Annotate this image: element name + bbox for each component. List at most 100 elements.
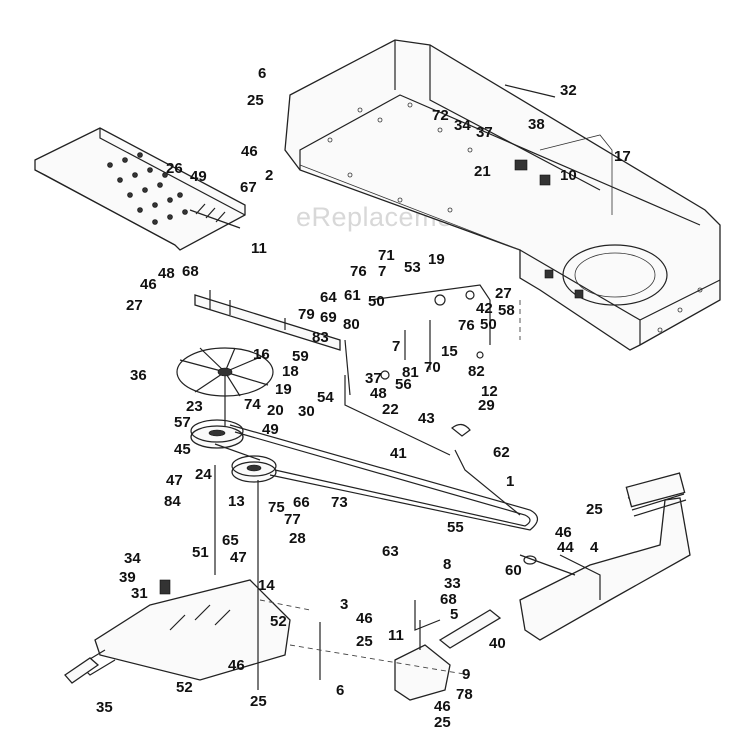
callout-34: 34 (454, 117, 471, 134)
fan-blade (176, 347, 274, 432)
callout-64: 64 (320, 289, 337, 306)
callout-47: 47 (166, 472, 183, 489)
callout-11: 11 (251, 240, 267, 257)
callout-79: 79 (298, 306, 315, 323)
callout-38: 38 (528, 116, 545, 133)
callout-3: 3 (340, 596, 348, 613)
callout-11: 11 (388, 627, 404, 644)
transaxle-assembly (79, 465, 291, 690)
pedal-assembly (519, 472, 691, 641)
callout-14: 14 (258, 577, 275, 594)
callout-46: 46 (555, 524, 572, 541)
callout-46: 46 (241, 143, 258, 160)
callout-69: 69 (320, 309, 337, 326)
callout-45: 45 (174, 441, 191, 458)
callout-56: 56 (395, 376, 412, 393)
callout-24: 24 (195, 466, 212, 483)
brake-rod (344, 375, 451, 456)
assembly-guides (259, 599, 471, 676)
callout-77: 77 (284, 511, 301, 528)
callout-43: 43 (418, 410, 435, 427)
callout-81: 81 (402, 364, 419, 381)
axle-35 (64, 657, 100, 684)
callout-13: 13 (228, 493, 245, 510)
callout-23: 23 (186, 398, 203, 415)
pedal-lever (454, 449, 521, 516)
callout-51: 51 (192, 544, 209, 561)
callout-68: 68 (182, 263, 199, 280)
callout-20: 20 (267, 402, 284, 419)
callout-80: 80 (343, 316, 360, 333)
callout-49: 49 (262, 421, 279, 438)
callout-74: 74 (244, 396, 261, 413)
callout-49: 49 (190, 168, 207, 185)
callout-16: 16 (253, 346, 270, 363)
callout-41: 41 (390, 445, 407, 462)
callout-48: 48 (158, 265, 175, 282)
callout-72: 72 (432, 107, 449, 124)
callout-6: 6 (336, 682, 344, 699)
bracket-assembly (394, 600, 502, 701)
callout-25: 25 (586, 501, 603, 518)
callout-30: 30 (298, 403, 315, 420)
callout-76: 76 (458, 317, 475, 334)
callout-59: 59 (292, 348, 309, 365)
callout-44: 44 (557, 539, 574, 556)
callout-68: 68 (440, 591, 457, 608)
control-linkage (344, 284, 491, 396)
callout-83: 83 (312, 329, 329, 346)
callout-78: 78 (456, 686, 473, 703)
callout-34: 34 (124, 550, 141, 567)
callout-70: 70 (424, 359, 441, 376)
callout-50: 50 (480, 316, 497, 333)
callout-76: 76 (350, 263, 367, 280)
callout-15: 15 (441, 343, 458, 360)
callout-57: 57 (174, 414, 191, 431)
callout-39: 39 (119, 569, 136, 586)
callout-22: 22 (382, 401, 399, 418)
callout-9: 9 (462, 666, 470, 683)
callout-18: 18 (282, 363, 299, 380)
callout-32: 32 (560, 82, 577, 99)
callout-8: 8 (443, 556, 451, 573)
callout-31: 31 (131, 585, 148, 602)
pulley-lower (231, 455, 277, 483)
callout-47: 47 (230, 549, 247, 566)
callout-5: 5 (450, 606, 458, 623)
callout-65: 65 (222, 532, 239, 549)
callout-46: 46 (228, 657, 245, 674)
callout-27: 27 (495, 285, 512, 302)
knob-29 (451, 423, 471, 437)
callout-46: 46 (434, 698, 451, 715)
bolt-32 (504, 84, 556, 98)
callout-60: 60 (505, 562, 522, 579)
callout-25: 25 (434, 714, 451, 731)
callout-2: 2 (265, 167, 273, 184)
callout-21: 21 (474, 163, 491, 180)
callout-33: 33 (444, 575, 461, 592)
callout-19: 19 (275, 381, 292, 398)
callout-7: 7 (378, 263, 386, 280)
callout-19: 19 (428, 251, 445, 268)
callout-84: 84 (164, 493, 181, 510)
callout-25: 25 (356, 633, 373, 650)
callout-36: 36 (130, 367, 147, 384)
callout-labels: 6 25 46 2 32 72 34 37 38 17 10 21 26 49 … (96, 65, 631, 731)
callout-82: 82 (468, 363, 485, 380)
callout-42: 42 (476, 300, 493, 317)
callout-37: 37 (365, 370, 382, 387)
callout-66: 66 (293, 494, 310, 511)
callout-54: 54 (317, 389, 334, 406)
callout-46: 46 (356, 610, 373, 627)
callout-63: 63 (382, 543, 399, 560)
callout-17: 17 (614, 148, 631, 165)
callout-40: 40 (489, 635, 506, 652)
footrest-assembly (34, 127, 246, 251)
callout-61: 61 (344, 287, 361, 304)
callout-73: 73 (331, 494, 348, 511)
drive-belt (214, 424, 539, 531)
callout-37: 37 (476, 124, 493, 141)
callout-27: 27 (126, 297, 143, 314)
callout-26: 26 (166, 160, 183, 177)
